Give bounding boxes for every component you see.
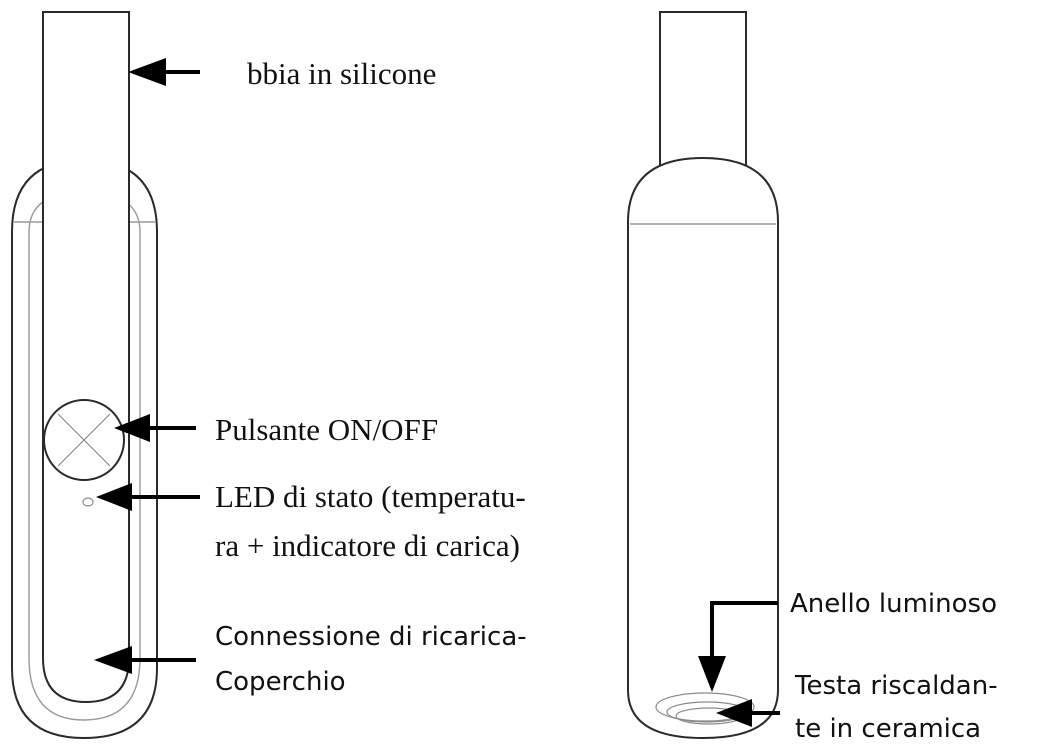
status-led bbox=[82, 497, 94, 507]
label-heating-head-line1: Testa riscaldan- bbox=[794, 671, 998, 701]
right-device-body bbox=[627, 156, 779, 740]
arrows bbox=[94, 58, 780, 727]
label-charging-line2: Coperchio bbox=[215, 667, 346, 697]
label-mouthpiece: bbia in silicone bbox=[247, 56, 436, 91]
left-device bbox=[11, 11, 158, 740]
label-power-button: Pulsante ON/OFF bbox=[215, 412, 438, 447]
arrow-status-led bbox=[96, 483, 200, 511]
label-status-led-line2: ra + indicatore di carica) bbox=[215, 528, 520, 563]
arrow-charging bbox=[94, 646, 196, 674]
light-ring bbox=[655, 692, 755, 722]
arrow-power-button bbox=[114, 414, 196, 442]
arrow-mouthpiece bbox=[128, 58, 200, 86]
label-heating-head-line2: te in ceramica bbox=[795, 714, 981, 744]
arrow-heating-head bbox=[716, 699, 780, 727]
labels: bbia in silicone Pulsante ON/OFF LED di … bbox=[215, 56, 998, 744]
label-status-led-line1: LED di stato (temperatu- bbox=[215, 479, 526, 514]
label-charging-line1: Connessione di ricarica- bbox=[215, 622, 527, 652]
label-light-ring: Anello luminoso bbox=[790, 589, 997, 619]
right-device bbox=[627, 11, 779, 740]
right-mouthpiece bbox=[659, 11, 747, 171]
power-button-cross-b bbox=[57, 413, 111, 467]
left-mouthpiece bbox=[42, 11, 130, 704]
arrow-light-ring bbox=[698, 601, 778, 692]
